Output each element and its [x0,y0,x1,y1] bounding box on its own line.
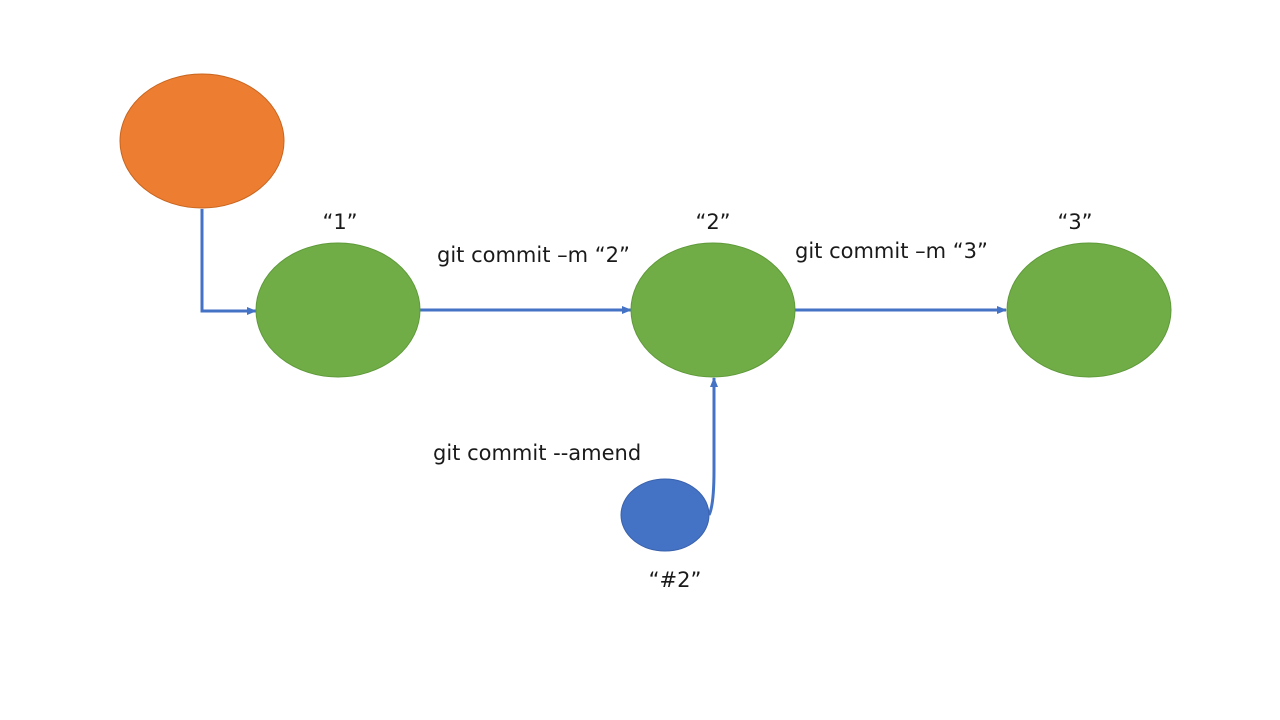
amend-command-label: git commit --amend [433,441,642,465]
amend-node-label: “#2” [648,568,702,592]
commit-3-command-label: git commit –m “3” [795,239,988,263]
commit-2-command-label: git commit –m “2” [437,243,630,267]
commit-3-label: “3” [1057,210,1093,234]
origin-node [119,73,285,209]
amend-node [620,478,710,552]
commit-node-2 [630,242,796,378]
commit-2-label: “2” [695,210,731,234]
arrow-amend-to-commit-2 [707,377,718,516]
commit-1-label: “1” [322,210,358,234]
commit-node-1 [255,242,421,378]
commit-node-3 [1006,242,1172,378]
arrow-origin-to-commit-1 [200,209,257,315]
